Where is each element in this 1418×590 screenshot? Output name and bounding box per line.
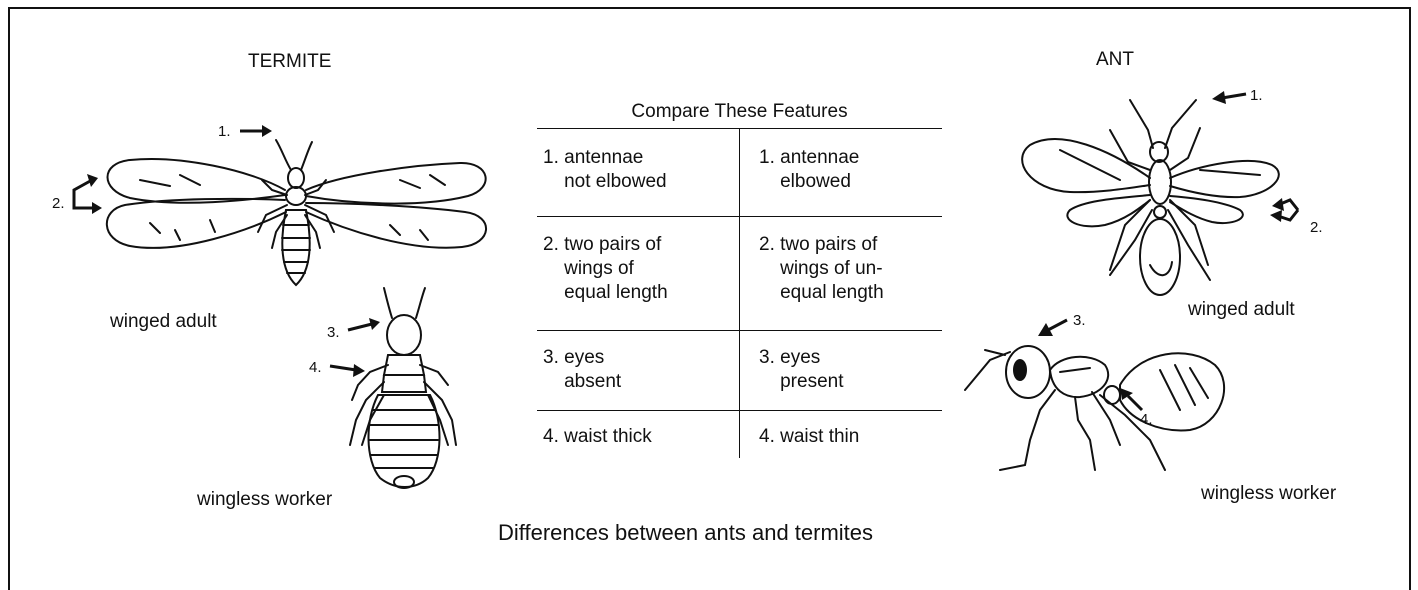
figure-caption: Differences between ants and termites [498,522,873,544]
ant-worker-label: wingless worker [1201,484,1336,503]
